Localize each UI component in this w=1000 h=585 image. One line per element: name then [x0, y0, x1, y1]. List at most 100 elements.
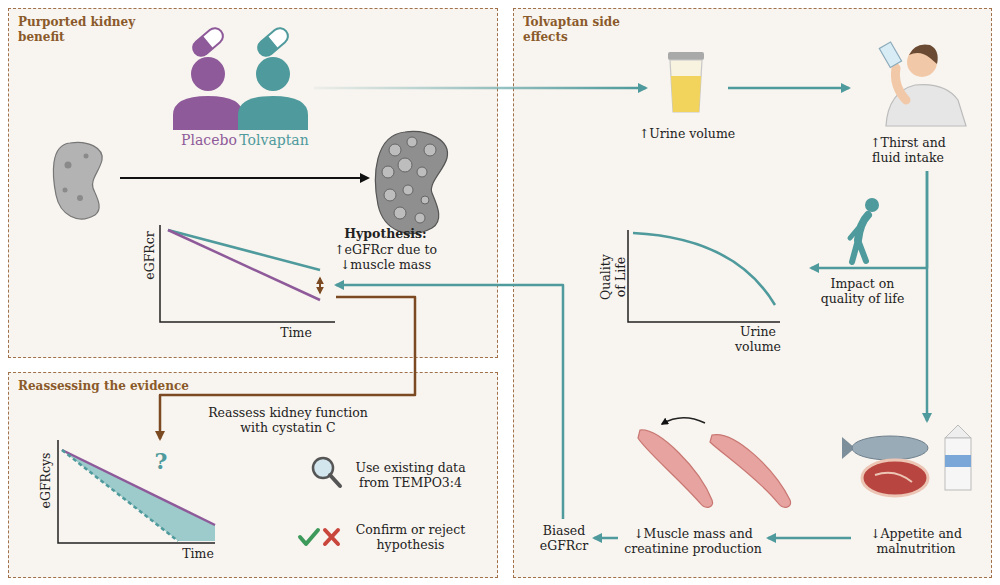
node-label: ↓Muscle mass and creatinine production — [620, 526, 766, 556]
drinking-person — [895, 68, 906, 100]
edge-label: Reassess kidney function with cystatin C — [203, 405, 373, 435]
chart-node: eGFRcrTime — [136, 216, 336, 346]
small-kidney — [53, 142, 102, 219]
cystic-kidney — [415, 213, 425, 223]
arrow-connector — [160, 297, 415, 439]
cystic-kidney — [375, 132, 447, 234]
drinking-person — [909, 44, 938, 64]
icon-node: Placebo — [169, 31, 249, 156]
small-kidney — [65, 162, 72, 169]
tired-person — [865, 198, 879, 212]
axis-label: Quality of Life — [598, 252, 628, 302]
drinking-person — [907, 47, 937, 77]
magnifier-icon — [330, 475, 340, 486]
arrow-connector — [811, 171, 927, 268]
drinking-person — [879, 42, 966, 126]
check-cross-icon — [300, 530, 318, 544]
magnifier-icon — [313, 458, 340, 486]
annotation-text: Hypothesis: — [328, 226, 443, 241]
placebo-person — [190, 25, 226, 59]
node-label: ↓Appetite and malnutrition — [866, 526, 966, 556]
egfrcr-chart — [168, 230, 320, 270]
food-icon — [945, 455, 971, 467]
tired-person — [850, 198, 879, 262]
check-cross-icon — [325, 530, 338, 544]
dashed-panel: Tolvaptan side effects ↑Urine volume ↑Thir… — [513, 8, 992, 578]
egfrcys-chart — [58, 440, 215, 543]
tolvaptan-person — [255, 25, 291, 59]
egfrcys-chart — [62, 450, 215, 541]
tolvaptan-person — [238, 25, 308, 130]
quality-of-life-chart — [628, 230, 780, 322]
cystic-kidney — [394, 207, 406, 219]
placebo-person — [190, 36, 213, 59]
edge-label: Impact on quality of life — [815, 276, 910, 306]
node-label: Tolvaptan — [224, 132, 324, 149]
progression-arrow — [120, 178, 368, 179]
progression-arrow — [120, 177, 368, 179]
cystic-kidney — [382, 166, 394, 178]
panel-title: Tolvaptan side effects — [523, 15, 648, 45]
arrow-connector — [336, 285, 563, 519]
small-kidney — [77, 195, 83, 201]
icon-node: ↑Thirst and fluid intake — [849, 31, 967, 171]
panel-title: Reassessing the evidence — [18, 379, 278, 394]
food-icon — [842, 425, 971, 496]
magnifier-icon — [313, 458, 333, 478]
annotation-text: ↑eGFRcr due to ↓muscle mass — [328, 242, 443, 272]
food-icon — [852, 436, 928, 460]
cystic-kidney — [403, 185, 413, 195]
arrow-connector — [594, 537, 618, 540]
annotation-text: ? — [149, 449, 173, 473]
tolvaptan-person — [255, 25, 291, 59]
tolvaptan-person — [238, 96, 308, 130]
node-label: Biased eGFRcr — [534, 523, 594, 553]
arrow-connector — [314, 87, 646, 90]
cystic-kidney — [389, 144, 401, 156]
axis-label: Time — [271, 325, 321, 340]
annotation-text: Confirm or reject hypothesis — [348, 522, 473, 552]
food-icon — [842, 437, 855, 459]
axis-label: Urine volume — [732, 324, 784, 354]
tired-person — [858, 215, 868, 240]
egfrcys-chart — [62, 450, 215, 525]
axis-label: eGFRcys — [38, 446, 53, 516]
node-label: ↑Urine volume — [627, 126, 747, 141]
cystic-kidney — [407, 137, 417, 147]
egfrcr-chart — [319, 278, 321, 293]
annotation-text: Use existing data from TEMPO3:4 — [348, 460, 473, 490]
egfrcys-chart — [62, 450, 178, 541]
quality-of-life-chart — [628, 230, 780, 322]
muscle-icon — [710, 435, 791, 508]
urine-cup — [668, 52, 704, 112]
egfrcr-chart — [160, 225, 335, 322]
chart-node: Quality of LifeUrine volume — [601, 226, 811, 361]
food-icon — [862, 460, 928, 496]
chart-node: eGFRcysTime — [31, 439, 231, 569]
cystic-kidney — [384, 189, 396, 201]
placebo-person — [190, 25, 226, 59]
urine-cup — [671, 76, 701, 112]
egfrcr-chart — [160, 225, 335, 322]
axis-label: eGFRcr — [142, 221, 157, 291]
icon-node: ↑Urine volume — [646, 51, 728, 151]
tired-person — [850, 219, 866, 238]
cystic-kidney — [421, 196, 429, 204]
drinking-person — [879, 42, 901, 68]
food-icon — [945, 425, 971, 438]
urine-cup — [668, 52, 704, 60]
food-icon — [945, 438, 971, 490]
tolvaptan-person — [256, 57, 290, 91]
placebo-person — [173, 25, 243, 130]
muscle-icon — [662, 418, 705, 424]
cystic-kidney — [398, 158, 412, 172]
icon-node: ↓Muscle mass and creatinine production — [618, 421, 768, 556]
egfrcys-chart — [58, 440, 215, 543]
quality-of-life-chart — [633, 233, 775, 305]
check-cross-icon — [300, 530, 338, 544]
egfrcr-chart — [168, 230, 320, 300]
cystic-kidney — [424, 144, 436, 156]
placebo-person — [191, 57, 225, 91]
tolvaptan-person — [255, 36, 278, 59]
